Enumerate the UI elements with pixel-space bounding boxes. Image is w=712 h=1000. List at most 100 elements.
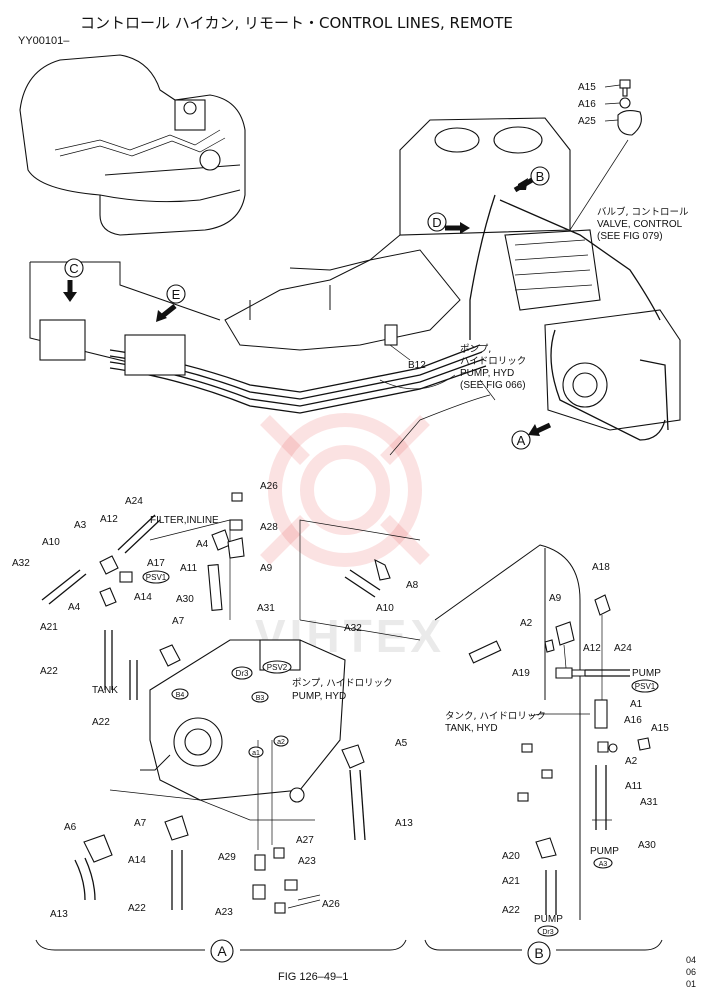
svg-text:A: A [517, 433, 526, 448]
label-a27: A27 [296, 835, 314, 846]
svg-text:B4: B4 [176, 692, 185, 699]
svg-text:a1: a1 [252, 750, 260, 757]
label-a23: A23 [298, 856, 316, 867]
badge-a1-port: a1 [248, 746, 264, 758]
label-b-pump: PUMP [632, 668, 661, 679]
label-pump-en: PUMP, HYD [460, 368, 514, 379]
label-a4-second: A4 [68, 602, 81, 613]
svg-text:a2: a2 [277, 739, 285, 746]
label-a11: A11 [180, 563, 197, 574]
label-a14: A14 [134, 592, 152, 603]
label-a6: A6 [64, 822, 77, 833]
svg-text:Dr3: Dr3 [542, 929, 553, 936]
section-b-bracket: B [424, 939, 663, 965]
label-tank: TANK [92, 685, 118, 696]
label-a26-second: A26 [322, 899, 340, 910]
label-pump-hyd-en: PUMP, HYD [292, 691, 346, 702]
callout-e: E [166, 284, 186, 304]
label-a5: A5 [395, 738, 408, 749]
label-a23-second: A23 [215, 907, 233, 918]
label-valve-en: VALVE, CONTROL [597, 219, 683, 230]
label-valve-ref: (SEE FIG 079) [597, 231, 663, 242]
label-a15-top: A15 [578, 82, 596, 93]
label-b12: B12 [408, 360, 426, 371]
label-a14-second: A14 [128, 855, 146, 866]
svg-text:PSV2: PSV2 [267, 663, 288, 672]
label-a12: A12 [100, 514, 118, 525]
label-a31: A31 [257, 603, 275, 614]
tank-valve-pump-assembly [289, 117, 681, 441]
label-a7-second: A7 [134, 818, 147, 829]
revision-line-3: 01 [686, 979, 696, 989]
label-b-a18: A18 [592, 562, 610, 573]
label-tank-hyd-jp: タンク, ハイドロリック [445, 711, 546, 722]
label-a10-second: A10 [376, 603, 394, 614]
badge-b4: B4 [171, 688, 189, 700]
svg-text:PSV1: PSV1 [146, 573, 167, 582]
svg-text:E: E [172, 287, 181, 302]
label-b-a16: A16 [624, 715, 642, 726]
label-pump-ref: (SEE FIG 066) [460, 380, 526, 391]
badge-b3: B3 [251, 691, 269, 703]
badge-dr3-b: Dr3 [537, 925, 559, 937]
callout-a-top: A [511, 430, 531, 450]
label-b-a24: A24 [614, 643, 632, 654]
label-tank-hyd-en: TANK, HYD [445, 723, 498, 734]
label-b-a31: A31 [640, 797, 658, 808]
label-a22-second: A22 [92, 717, 110, 728]
label-b-a20: A20 [502, 851, 520, 862]
section-b-label: B [534, 945, 543, 961]
label-b-pump-second: PUMP [590, 846, 619, 857]
label-b-pump-third: PUMP [534, 914, 563, 925]
label-a7: A7 [172, 616, 185, 627]
badge-a3-b: A3 [593, 857, 613, 869]
svg-text:PSV1: PSV1 [635, 682, 656, 691]
label-b-a15: A15 [651, 723, 669, 734]
label-b-a2-second: A2 [625, 756, 638, 767]
section-a-bracket: A [35, 939, 407, 963]
badge-dr3-a: Dr3 [231, 666, 253, 680]
section-b-parts [434, 544, 651, 920]
label-a25-top: A25 [578, 116, 596, 127]
label-b-a11: A11 [625, 781, 642, 792]
label-pump-hyd-jp: ポンプ, ハイドロリック [292, 678, 393, 689]
label-a9: A9 [260, 563, 273, 574]
label-a8: A8 [406, 580, 419, 591]
svg-text:C: C [69, 261, 78, 276]
label-a17: A17 [147, 558, 165, 569]
label-b-a2: A2 [520, 618, 533, 629]
machine-overview-drawing [19, 54, 246, 236]
top-right-hardware [569, 79, 642, 231]
callout-b-top: B [530, 166, 550, 186]
svg-text:B3: B3 [256, 695, 265, 702]
label-a26: A26 [260, 481, 278, 492]
label-a29: A29 [218, 852, 236, 863]
doc-code: YY00101– [18, 35, 70, 47]
label-a10: A10 [42, 537, 60, 548]
revision-line-2: 06 [686, 967, 696, 977]
badge-a2-port: a2 [273, 735, 289, 747]
label-pump-jp2: ハイドロリック [460, 356, 526, 367]
figure-number: FIG 126–49–1 [278, 971, 348, 983]
label-a32: A32 [12, 558, 30, 569]
label-b-a1: A1 [630, 699, 643, 710]
label-filter-inline: FILTER,INLINE [150, 515, 219, 526]
callout-c: C [64, 258, 84, 278]
badge-psv1-b: PSV1 [631, 679, 659, 693]
label-a3: A3 [74, 520, 87, 531]
watermark-logo: VIHTEX [255, 413, 441, 662]
svg-text:D: D [432, 215, 441, 230]
label-b-a9: A9 [549, 593, 562, 604]
label-a28: A28 [260, 522, 278, 533]
badge-psv2: PSV2 [262, 660, 292, 674]
section-a-parts [41, 492, 421, 914]
label-a13: A13 [395, 818, 413, 829]
label-a32-second: A32 [344, 623, 362, 634]
label-b-a12: A12 [583, 643, 601, 654]
label-a22: A22 [40, 666, 58, 677]
label-a24: A24 [125, 496, 143, 507]
callout-d: D [427, 212, 447, 232]
label-a22-third: A22 [128, 903, 146, 914]
label-a4: A4 [196, 539, 209, 550]
